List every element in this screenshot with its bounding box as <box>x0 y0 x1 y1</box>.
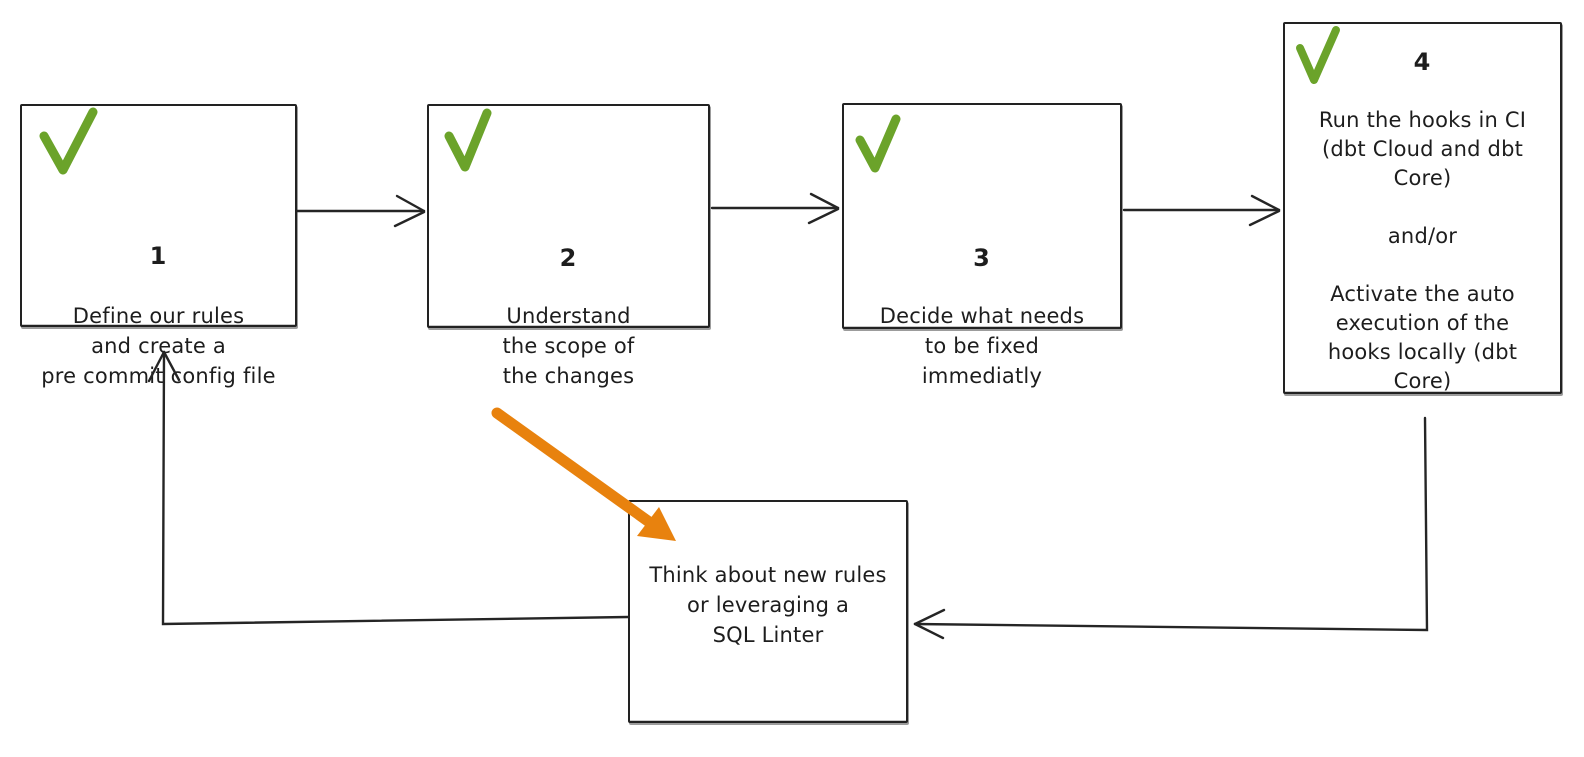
step-text-2: Understand the scope of the changes <box>429 301 708 391</box>
step-number-3: 3 <box>973 244 991 272</box>
step-box-3: 3 Decide what needs to be fixed immediat… <box>842 103 1122 388</box>
step-text-1: Define our rules and create a pre commit… <box>22 301 295 391</box>
step-text-line: Decide what needs <box>879 304 1085 328</box>
step-text-line <box>1285 251 1560 280</box>
loop-node-box: Think about new rules or leveraging a SQ… <box>628 500 908 723</box>
step-text-line: immediatly <box>921 364 1043 388</box>
loop-node-text: Think about new rules or leveraging a SQ… <box>630 560 906 650</box>
step-number-4: 4 <box>1413 48 1432 76</box>
step-text-line: Run the hooks in CI <box>1318 108 1527 132</box>
arrow-loop-node-to-step1 <box>147 350 630 626</box>
loop-text-line: Think about new rules <box>649 563 887 587</box>
step-text-line: Define our rules <box>72 304 245 328</box>
step-text-line: Activate the auto <box>1330 282 1515 306</box>
step-text-line: and create a <box>91 334 226 358</box>
step-text-3: Decide what needs to be fixed immediatly <box>844 301 1120 391</box>
step-text-line: execution of the <box>1335 311 1510 335</box>
step-number-1: 1 <box>149 242 168 270</box>
arrow-step2-to-step3 <box>710 192 840 225</box>
step-text-line <box>1285 193 1560 222</box>
step-text-line: to be fixed <box>924 334 1040 358</box>
step-number-2: 2 <box>559 244 578 272</box>
step-text-line: pre commit config file <box>41 364 276 388</box>
step-box-4: 4 Run the hooks in CI (dbt Cloud and dbt… <box>1283 22 1562 394</box>
loop-text-line: or leveraging a <box>686 593 850 617</box>
step-text-line: the changes <box>502 364 635 388</box>
step-text-line: Core) <box>1393 166 1452 190</box>
arrow-step4-to-loop-node <box>913 416 1429 640</box>
step-text-line: the scope of <box>502 334 635 358</box>
step-text-line: hooks locally (dbt <box>1327 340 1518 364</box>
step-text-line: Core) <box>1393 369 1452 393</box>
step-box-1: 1 Define our rules and create a pre comm… <box>20 104 297 388</box>
step-text-line: (dbt Cloud and dbt <box>1321 137 1524 161</box>
loop-text-line: SQL Linter <box>712 623 824 647</box>
step-text-4: Run the hooks in CI (dbt Cloud and dbt C… <box>1285 106 1560 396</box>
step-text-line: Understand <box>506 304 631 328</box>
arrow-step1-to-step2 <box>295 194 426 228</box>
step-text-line: and/or <box>1387 224 1458 248</box>
step-box-2: 2 Understand the scope of the changes <box>427 104 710 388</box>
arrow-step3-to-step4 <box>1122 194 1281 227</box>
